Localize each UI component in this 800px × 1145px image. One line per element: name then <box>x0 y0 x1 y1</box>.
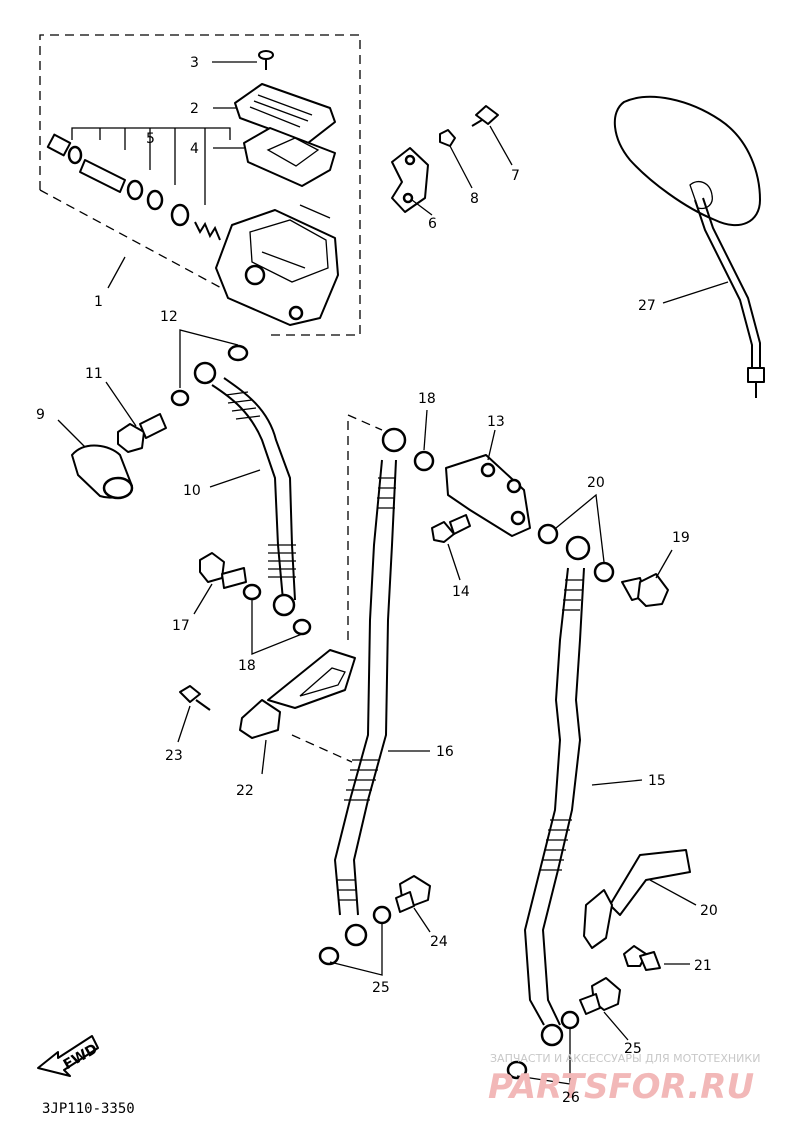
callout-4: 4 <box>190 141 199 157</box>
callout-12: 12 <box>160 309 178 325</box>
watermark-logo: PARTSFOR.RU <box>488 1067 754 1107</box>
union-bolt-25-part <box>395 875 629 1041</box>
callout-1: 1 <box>94 294 103 310</box>
callout-9: 9 <box>36 407 45 423</box>
callout-6: 6 <box>428 216 437 232</box>
callout-21: 20 <box>700 903 718 919</box>
washer-20-part <box>537 493 615 583</box>
callout-2: 2 <box>190 101 199 117</box>
mirror-part <box>613 95 765 398</box>
bolt-part <box>471 105 513 166</box>
callout-8: 8 <box>470 191 479 207</box>
leader-lines <box>107 256 126 289</box>
brake-hose-15-part <box>523 535 643 1047</box>
callout-22: 21 <box>694 958 712 974</box>
bolt-22-part <box>623 945 690 971</box>
callout-19: 19 <box>672 530 690 546</box>
union-bolt-part <box>105 381 167 453</box>
callout-3: 3 <box>190 55 199 71</box>
washer-12-part <box>170 329 249 407</box>
forward-arrow-icon: FWD <box>37 1035 100 1077</box>
callout-25-left: 24 <box>430 934 448 950</box>
callout-15: 15 <box>648 773 666 789</box>
watermark-tagline: ЗАПЧАСТИ И АКСЕССУАРЫ ДЛЯ МОТОТЕХНИКИ <box>490 1052 760 1065</box>
reservoir-cap-part <box>213 83 336 144</box>
screw-part <box>212 50 274 70</box>
master-cylinder-assembly-outline <box>39 34 361 336</box>
callout-7: 7 <box>511 168 520 184</box>
diagram-code: 3JP110-3350 <box>42 1101 135 1117</box>
callout-10: 10 <box>183 483 201 499</box>
callout-24: 23 <box>165 748 183 764</box>
nut-part <box>439 129 473 189</box>
callout-13: 13 <box>487 414 505 430</box>
callout-5: 5 <box>146 131 155 147</box>
washer-26-part <box>318 905 580 1085</box>
callout-20: 20 <box>587 475 605 491</box>
hose-guide-23-part <box>239 649 356 775</box>
three-way-joint-part <box>445 429 531 537</box>
callout-25-right: 25 <box>624 1041 642 1057</box>
bolt-17-part <box>193 552 247 615</box>
callout-23: 22 <box>236 783 254 799</box>
hose-16-dash-leader <box>347 414 383 640</box>
holder-part <box>391 147 433 216</box>
cover-part <box>57 419 134 500</box>
piston-kit-part <box>46 127 231 241</box>
callout-17: 17 <box>172 618 190 634</box>
bolt-14-part <box>431 514 471 581</box>
callout-26-right: 26 <box>562 1090 580 1106</box>
callout-18-top: 18 <box>418 391 436 407</box>
washer-18-part <box>242 409 435 655</box>
master-cylinder-body-part <box>215 204 339 326</box>
hose-guide-21-part <box>583 849 697 949</box>
callout-26-left: 25 <box>372 980 390 996</box>
brake-hose-16-part <box>333 427 430 947</box>
callout-14: 14 <box>452 584 470 600</box>
callout-11: 11 <box>85 366 103 382</box>
brake-hose-10-part <box>193 361 296 617</box>
callout-18-left: 18 <box>238 658 256 674</box>
bolt-19-part <box>621 549 673 607</box>
diaphragm-part <box>213 127 336 187</box>
callout-27: 27 <box>638 298 656 314</box>
bolt-24-part <box>177 685 211 743</box>
callout-16: 16 <box>436 744 454 760</box>
